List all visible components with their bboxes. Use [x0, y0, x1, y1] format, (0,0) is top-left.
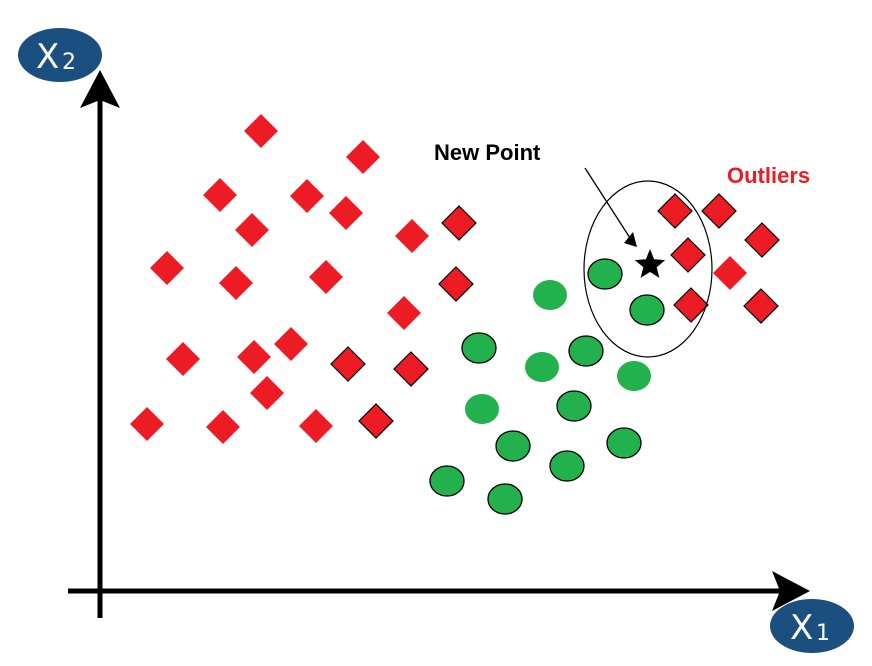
new-point-pointer-line [584, 167, 631, 239]
green-circle-point [533, 280, 567, 310]
new-point-label: New Point [434, 140, 541, 165]
red-diamond-point [274, 327, 308, 361]
green-circle-point [429, 465, 465, 497]
green-circle-point [461, 332, 497, 364]
y-axis-label-subscript: 2 [62, 50, 76, 75]
green-circle-point [487, 483, 523, 515]
x-axis-label-subscript: 1 [816, 621, 830, 646]
red-diamond-point [299, 409, 333, 443]
green-circle-point [587, 258, 623, 290]
red-diamond-point [330, 346, 366, 382]
green-circle-point [495, 430, 531, 462]
outliers-label: Outliers [727, 163, 810, 188]
x-axis-label-badge: X 1 [770, 599, 854, 653]
red-diamond-point [166, 342, 200, 376]
new-point-star-icon [634, 249, 666, 278]
red-diamond-point [393, 351, 429, 387]
red-diamond-point [235, 213, 269, 247]
red-diamond-point [203, 178, 237, 212]
red-diamond-point [130, 407, 164, 441]
outlier-red-diamond [743, 288, 779, 324]
green-circle-point [617, 361, 651, 391]
green-circle-point [556, 390, 592, 422]
green-circle-point [629, 294, 665, 326]
data-points [130, 114, 780, 515]
red-diamond-point [237, 340, 271, 374]
red-diamond-point [395, 219, 429, 253]
green-circle-point [549, 450, 585, 482]
red-diamond-point [358, 403, 394, 439]
neighbourhood-ellipse [583, 180, 713, 358]
green-circle-point [568, 335, 604, 367]
red-diamond-point [438, 266, 474, 302]
red-diamond-point [150, 251, 184, 285]
red-diamond-point [244, 114, 278, 148]
outlier-red-diamond [701, 193, 737, 229]
outlier-red-diamond [713, 256, 747, 290]
outlier-red-diamond [673, 287, 709, 323]
y-axis-label: X [36, 37, 59, 77]
red-diamond-point [329, 196, 363, 230]
green-circle-point [465, 394, 499, 424]
red-diamond-point [219, 266, 253, 300]
outlier-red-diamond [670, 237, 706, 273]
red-diamond-point [387, 296, 421, 330]
red-diamond-point [290, 179, 324, 213]
y-axis-label-badge: X 2 [18, 28, 102, 82]
green-circle-point [525, 352, 559, 382]
x-axis-arrowhead [772, 571, 810, 611]
red-diamond-point [441, 205, 477, 241]
outlier-red-diamond [744, 222, 780, 258]
new-point-pointer-arrowhead [624, 232, 637, 247]
x-axis-label: X [790, 608, 813, 648]
outlier-red-diamond [657, 193, 693, 229]
y-axis-arrowhead [80, 70, 120, 108]
red-diamond-point [346, 140, 380, 174]
green-circle-point [606, 427, 642, 459]
red-diamond-point [206, 410, 240, 444]
red-diamond-point [250, 376, 284, 410]
red-diamond-point [309, 260, 343, 294]
